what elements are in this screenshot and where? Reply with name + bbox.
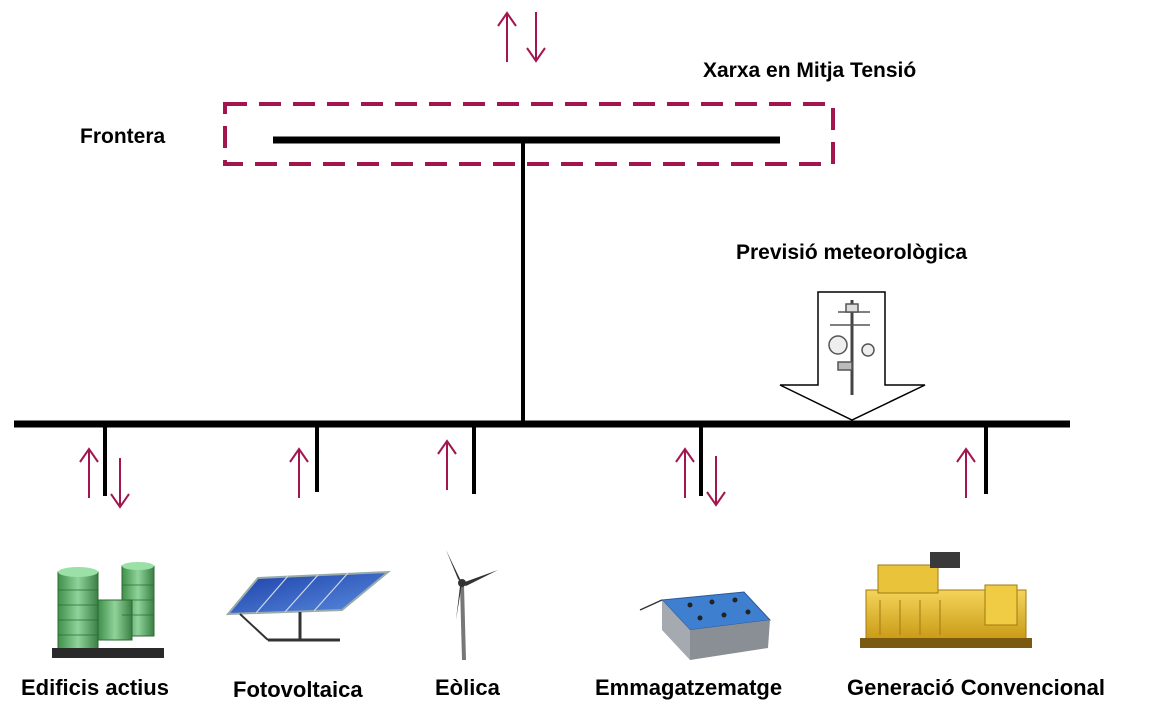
generator-icon — [860, 552, 1032, 648]
solar-panel-icon — [225, 570, 391, 642]
device-label-buildings: Edificis actius — [21, 675, 169, 700]
pv-flow-arrow — [289, 448, 309, 499]
frontier-box — [223, 102, 835, 166]
feeders — [103, 424, 988, 496]
grid-import-arrow — [497, 12, 517, 63]
device-label-generator: Generació Convencional — [847, 675, 1105, 700]
wind-flow-arrow — [437, 440, 457, 491]
device-label-pv: Fotovoltaica — [233, 677, 363, 702]
device-label-wind: Eòlica — [435, 675, 500, 700]
grid-label: Xarxa en Mitja Tensió — [703, 59, 917, 82]
weather-station-icon — [828, 300, 875, 395]
buildings-icon — [52, 562, 164, 658]
battery-storage-icon — [639, 591, 772, 660]
generator-flow-arrow — [956, 448, 976, 499]
wind-turbine-icon — [446, 550, 498, 661]
grid-export-arrow — [526, 11, 546, 62]
forecast-label: Previsió meteorològica — [736, 241, 968, 264]
frontier-label: Frontera — [80, 125, 166, 148]
device-label-storage: Emmagatzematge — [595, 675, 783, 700]
